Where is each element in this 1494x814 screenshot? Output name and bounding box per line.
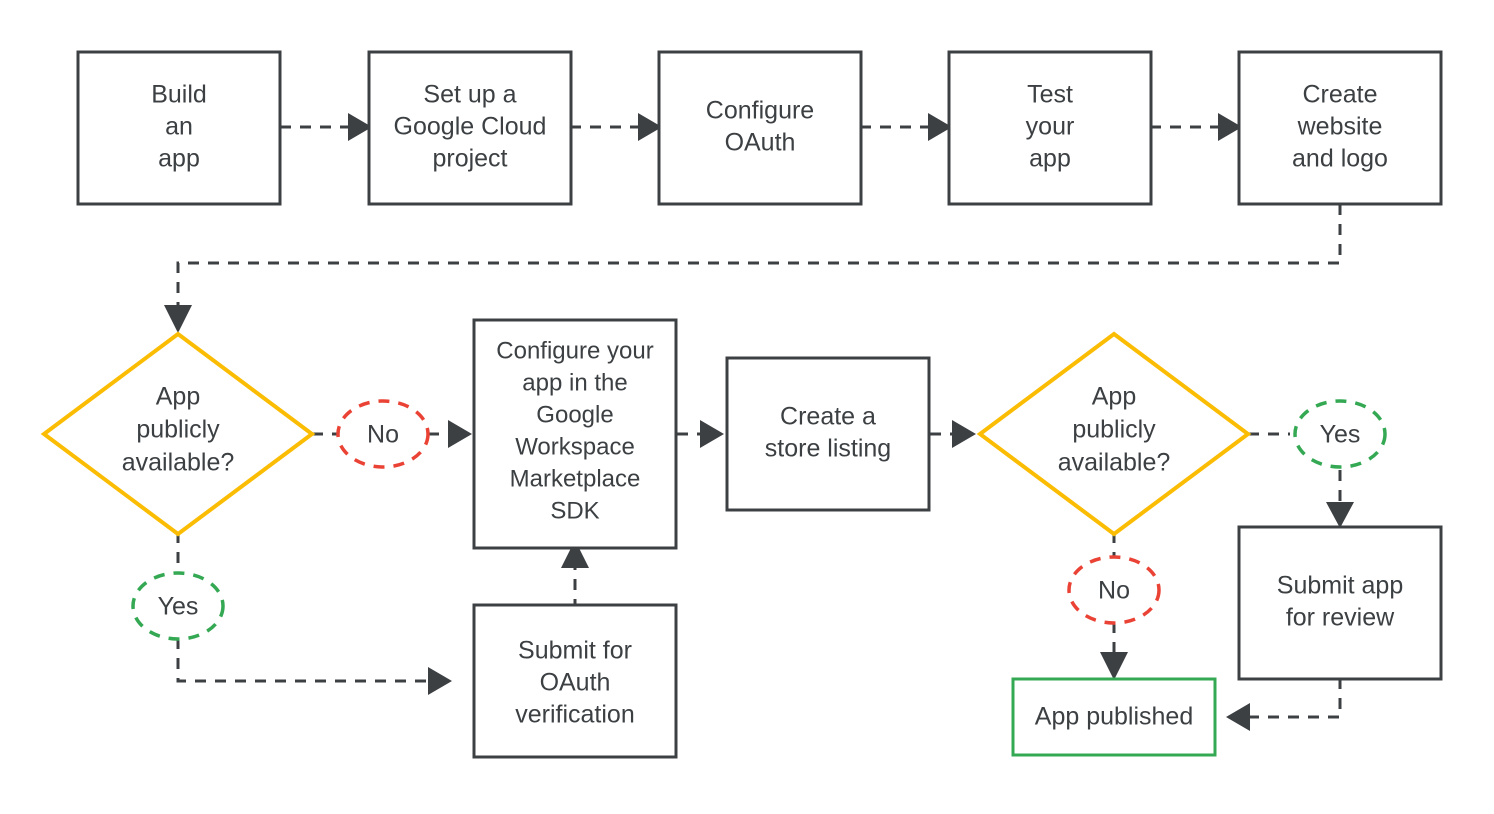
no-ellipse xyxy=(336,399,430,469)
node-configure-app-marketplace-sdk[interactable]: Configure your app in the Google Workspa… xyxy=(472,318,678,550)
node-shape-diamond xyxy=(40,331,316,537)
svg-text:publicly: publicly xyxy=(1072,416,1156,444)
edge-label-yes-2: Yes xyxy=(1293,399,1387,469)
node-shape-rect xyxy=(725,356,931,512)
svg-text:for review: for review xyxy=(1286,604,1395,632)
node-set-up-google-cloud-project[interactable]: Set up a Google Cloud project xyxy=(367,50,573,206)
svg-text:App: App xyxy=(156,383,200,411)
svg-text:store listing: store listing xyxy=(765,435,891,463)
node-shape-diamond xyxy=(976,331,1252,537)
svg-text:Submit for: Submit for xyxy=(518,637,632,665)
svg-text:an: an xyxy=(165,113,193,141)
svg-text:OAuth: OAuth xyxy=(725,129,796,157)
svg-text:Submit app: Submit app xyxy=(1277,572,1403,600)
no-ellipse xyxy=(1067,555,1161,625)
node-submit-app-for-review[interactable]: Submit app for review xyxy=(1237,525,1443,681)
arrowhead-test-to-website xyxy=(1218,113,1242,141)
node-create-a-store-listing[interactable]: Create a store listing xyxy=(725,356,931,512)
edge-decision1-yes-bottom xyxy=(176,638,430,683)
svg-text:verification: verification xyxy=(515,701,635,729)
arrowhead-oauthverify-to-sdk xyxy=(561,540,589,568)
arrowhead-build-to-setup xyxy=(348,113,372,141)
node-app-publicly-available-1[interactable]: App publicly available? xyxy=(40,331,316,537)
svg-text:app: app xyxy=(158,145,200,173)
edge-label-yes-1: Yes xyxy=(131,571,225,641)
node-shape-rect xyxy=(472,318,678,550)
arrowhead-review-to-published xyxy=(1226,703,1250,731)
edge-review-to-published xyxy=(1248,678,1342,719)
svg-text:available?: available? xyxy=(1058,449,1171,477)
svg-text:Set up a: Set up a xyxy=(423,81,516,109)
connectors xyxy=(164,113,1354,731)
arrowhead-no2-to-published xyxy=(1100,652,1128,680)
node-shape-rect xyxy=(472,603,678,759)
svg-text:available?: available? xyxy=(122,449,235,477)
node-build-an-app[interactable]: Build an app xyxy=(76,50,282,206)
node-shape-rect xyxy=(947,50,1153,206)
node-shape-rect xyxy=(76,50,282,206)
arrowhead-yes1-to-oauth-verification xyxy=(428,667,452,695)
svg-text:app in the: app in the xyxy=(522,369,627,396)
svg-text:Create a: Create a xyxy=(780,403,876,431)
node-create-website-and-logo[interactable]: Create website and logo xyxy=(1237,50,1443,206)
edge-label-no-1: No xyxy=(336,399,430,469)
arrowhead-website-to-decision1 xyxy=(164,305,192,333)
edge-website-to-decision1 xyxy=(176,204,1342,305)
node-shape-rect xyxy=(1237,50,1443,206)
svg-text:app: app xyxy=(1029,145,1071,173)
node-shape-rect xyxy=(1237,525,1443,681)
node-configure-oauth[interactable]: Configure OAuth xyxy=(657,50,863,206)
node-shape-rect xyxy=(657,50,863,206)
svg-text:Marketplace: Marketplace xyxy=(510,465,641,492)
svg-text:SDK: SDK xyxy=(550,497,599,524)
arrowhead-no1-to-sdk xyxy=(448,420,472,448)
svg-text:No: No xyxy=(1098,577,1130,605)
svg-text:Create: Create xyxy=(1302,81,1377,109)
svg-text:App published: App published xyxy=(1035,703,1193,731)
arrowhead-setup-to-oauth xyxy=(638,113,662,141)
svg-text:Configure your: Configure your xyxy=(496,337,653,364)
node-app-publicly-available-2[interactable]: App publicly available? xyxy=(976,331,1252,537)
svg-text:No: No xyxy=(367,421,399,449)
svg-text:and logo: and logo xyxy=(1292,145,1388,173)
node-shape-rect xyxy=(367,50,573,206)
arrowhead-yes2-to-review xyxy=(1326,502,1354,528)
svg-text:Yes: Yes xyxy=(158,593,199,621)
svg-text:Yes: Yes xyxy=(1320,421,1361,449)
svg-text:your: your xyxy=(1026,113,1075,141)
svg-text:Google Cloud: Google Cloud xyxy=(394,113,547,141)
svg-text:Build: Build xyxy=(151,81,207,109)
svg-text:Workspace: Workspace xyxy=(515,433,635,460)
yes-ellipse xyxy=(131,571,225,641)
arrowhead-sdk-to-storelisting xyxy=(700,420,724,448)
svg-text:Configure: Configure xyxy=(706,97,814,125)
node-shape-rect xyxy=(1011,677,1217,757)
svg-text:Google: Google xyxy=(536,401,613,428)
node-app-published[interactable]: App published xyxy=(1011,677,1217,757)
svg-text:OAuth: OAuth xyxy=(540,669,611,697)
svg-text:website: website xyxy=(1297,113,1383,141)
arrowhead-oauth-to-test xyxy=(928,113,952,141)
node-submit-for-oauth-verification[interactable]: Submit for OAuth verification xyxy=(472,603,678,759)
svg-text:publicly: publicly xyxy=(136,416,220,444)
svg-text:project: project xyxy=(432,145,507,173)
edge-label-no-2: No xyxy=(1067,555,1161,625)
svg-text:Test: Test xyxy=(1027,81,1073,109)
svg-text:App: App xyxy=(1092,383,1136,411)
yes-ellipse xyxy=(1293,399,1387,469)
arrowhead-storelisting-to-decision2 xyxy=(952,420,976,448)
node-test-your-app[interactable]: Test your app xyxy=(947,50,1153,206)
